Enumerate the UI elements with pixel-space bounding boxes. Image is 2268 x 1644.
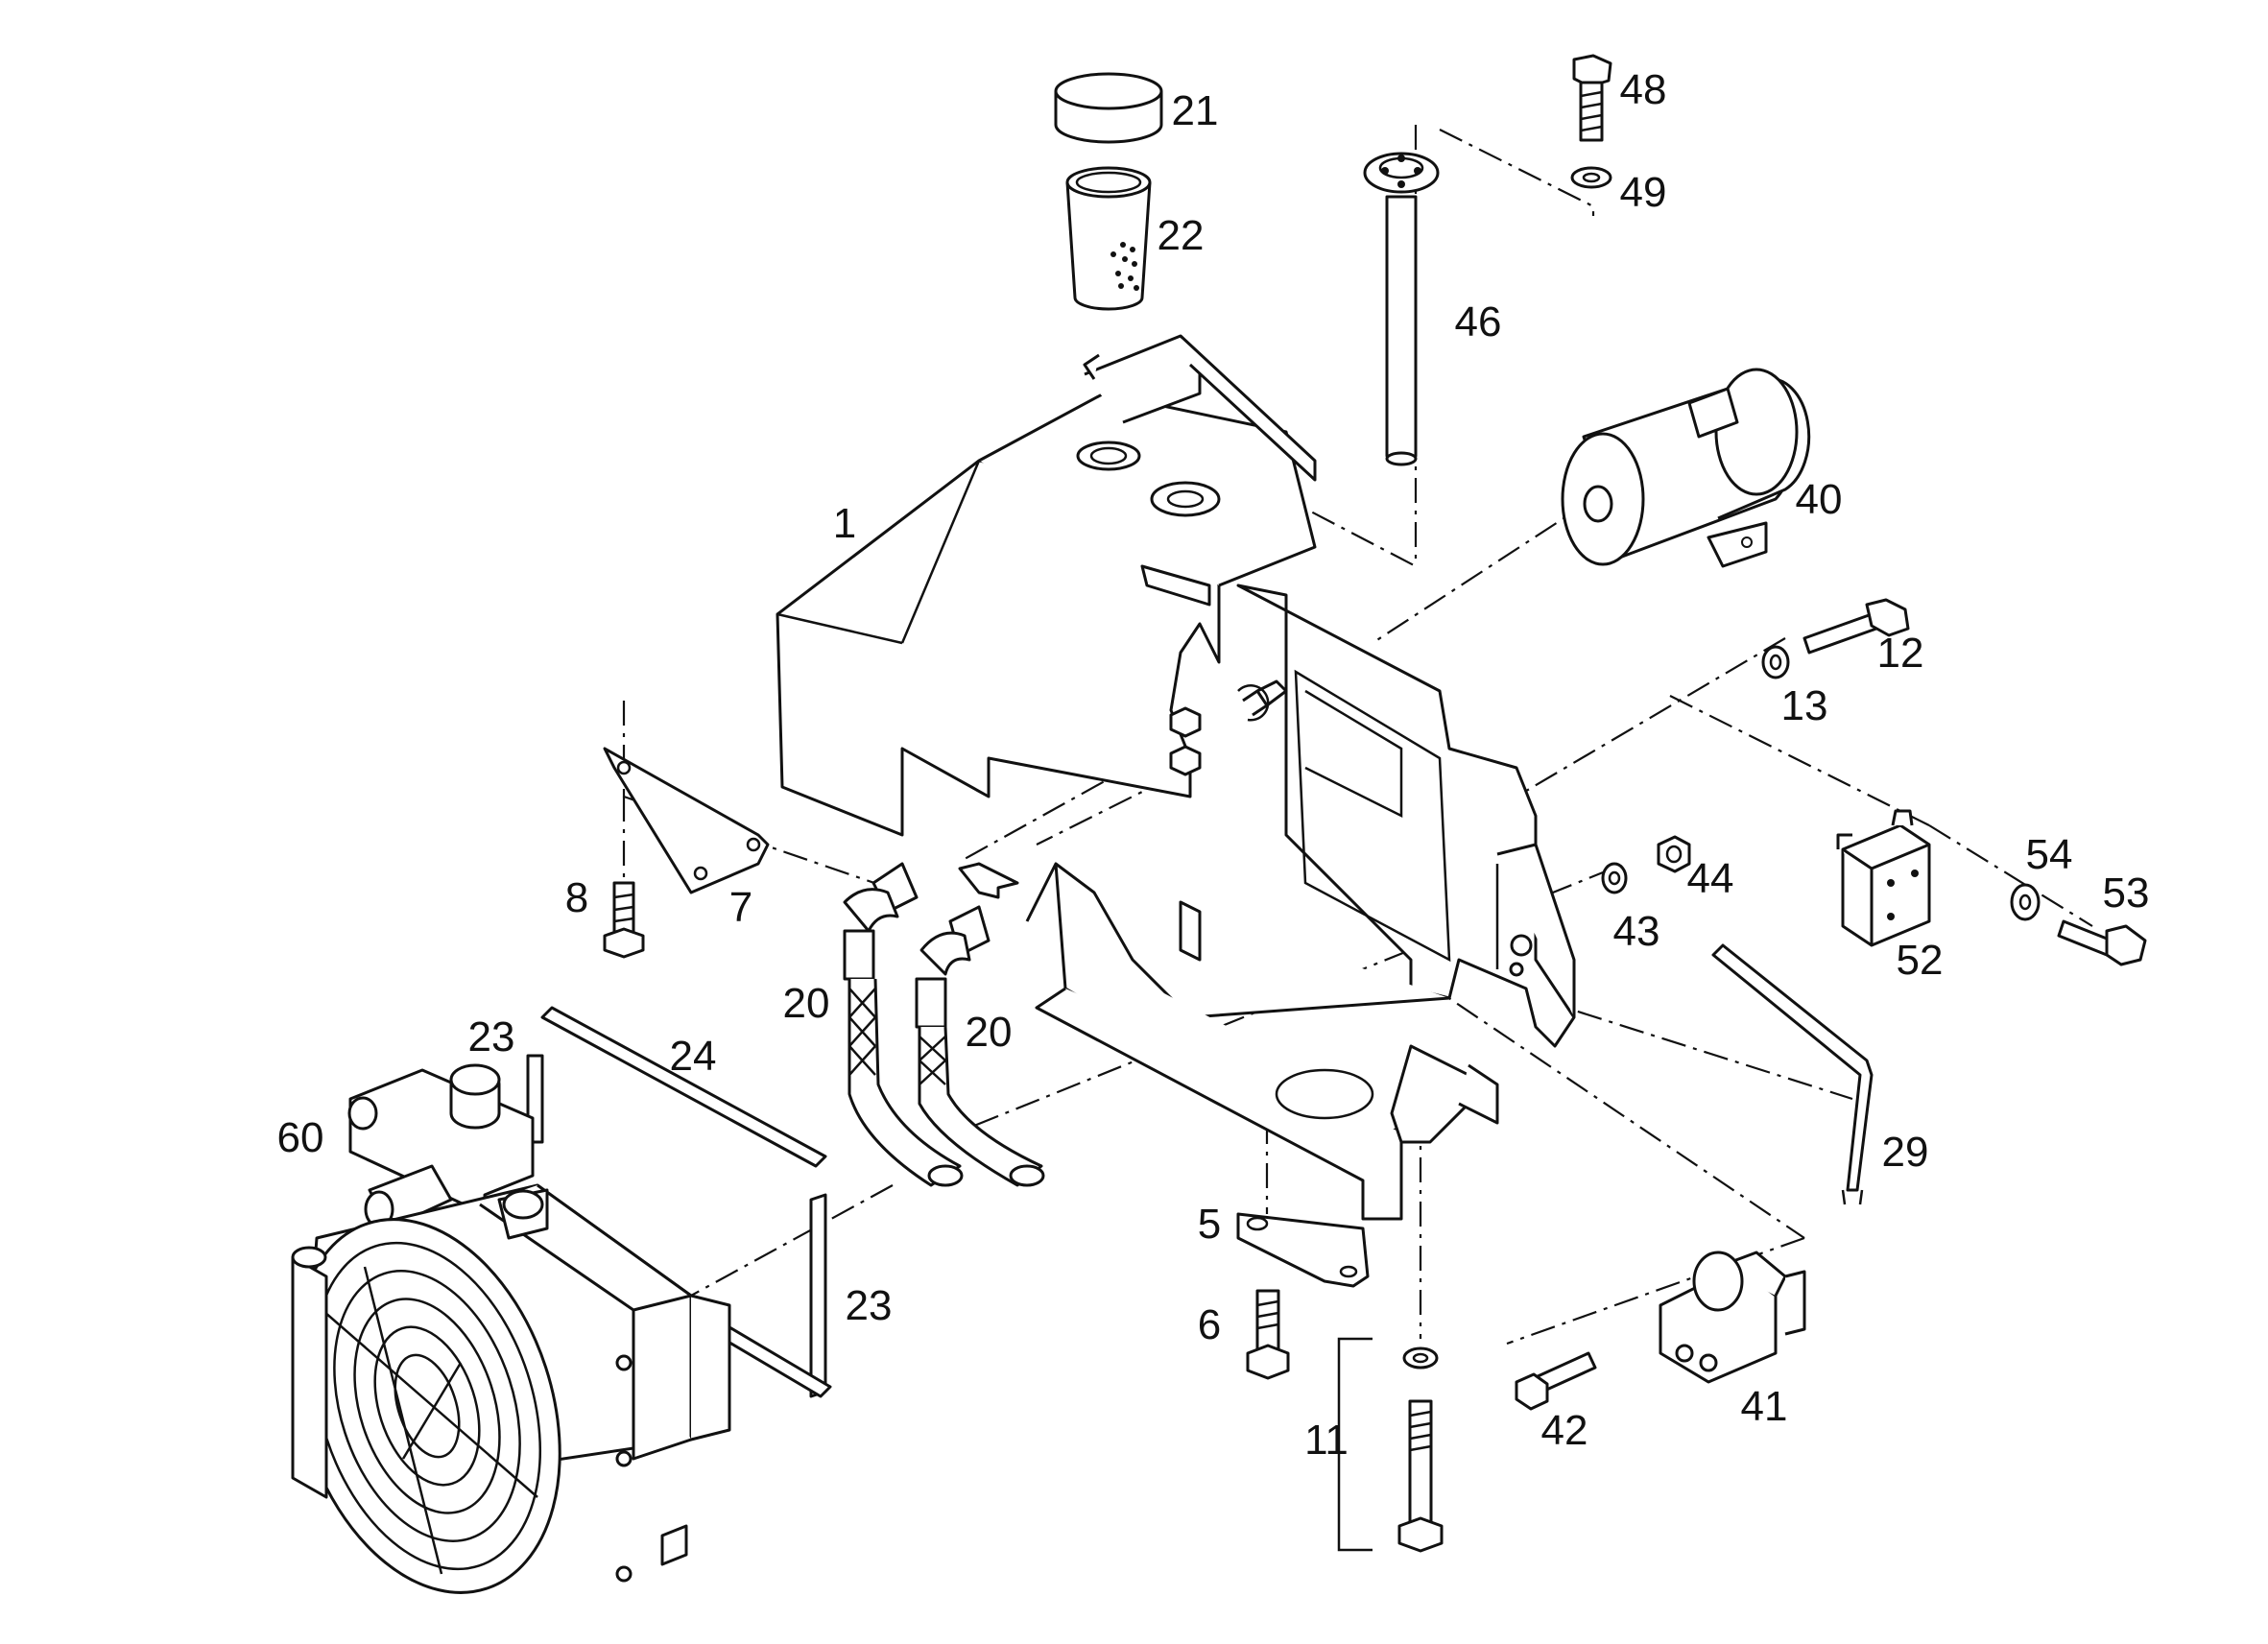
callout-40: 40 — [1796, 476, 1843, 523]
callout-49: 49 — [1620, 169, 1667, 216]
callout-12: 12 — [1877, 630, 1924, 677]
plate-5 — [1236, 1212, 1370, 1288]
callout-46: 46 — [1455, 298, 1502, 345]
solenoid-41 — [1659, 1251, 1806, 1384]
hose-20a — [843, 862, 964, 1187]
bolt-12 — [1802, 598, 1910, 655]
rod-29 — [1711, 943, 1874, 1205]
callout-1: 1 — [833, 500, 856, 547]
callout-20b: 20 — [966, 1009, 1013, 1056]
callout-13: 13 — [1781, 682, 1828, 729]
bolt-set-11 — [1337, 1337, 1444, 1553]
washer-43 — [1601, 862, 1628, 894]
filter-assembly — [1561, 368, 1811, 568]
nut-44 — [1657, 835, 1691, 873]
seal-24 — [540, 1006, 827, 1168]
callout-52: 52 — [1897, 937, 1944, 984]
callout-5: 5 — [1198, 1201, 1221, 1248]
callout-23-top: 23 — [468, 1013, 515, 1060]
frame-nuts — [958, 684, 1270, 899]
callout-53: 53 — [2103, 870, 2150, 917]
callout-41: 41 — [1741, 1383, 1788, 1430]
bolt-42 — [1515, 1351, 1597, 1411]
callout-7: 7 — [729, 884, 752, 931]
bolt-6 — [1246, 1289, 1290, 1380]
washer-13 — [1761, 645, 1790, 679]
hydraulic-tank — [776, 334, 1317, 837]
callout-8: 8 — [565, 874, 588, 921]
washer-49 — [1570, 166, 1612, 189]
seal-23-right — [809, 1193, 827, 1398]
callout-29: 29 — [1882, 1129, 1929, 1176]
callout-23-right: 23 — [846, 1282, 893, 1329]
callout-24: 24 — [670, 1033, 717, 1080]
bracket-7 — [603, 747, 770, 894]
callout-54: 54 — [2026, 831, 2073, 878]
callout-20a: 20 — [783, 980, 830, 1027]
relay-52 — [1836, 809, 1931, 947]
oil-cooler — [291, 1063, 731, 1594]
washer-54 — [2010, 883, 2041, 921]
bolt-8 — [603, 881, 645, 959]
hose-20b — [915, 905, 1045, 1187]
callout-6: 6 — [1198, 1301, 1221, 1348]
callout-43: 43 — [1613, 908, 1660, 955]
callout-48: 48 — [1620, 66, 1667, 113]
callout-labels: 1 5 6 7 8 11 12 13 20 20 21 22 23 23 24 … — [277, 66, 2150, 1464]
bolt-48 — [1572, 54, 1612, 142]
filler-strainer — [1065, 166, 1152, 311]
frame-plate — [1025, 584, 1576, 1221]
filler-cap — [1054, 72, 1163, 144]
level-sender — [1363, 152, 1440, 466]
callout-60: 60 — [277, 1114, 324, 1161]
callout-42: 42 — [1541, 1407, 1588, 1454]
bolt-53 — [2057, 919, 2147, 966]
callout-44: 44 — [1687, 855, 1734, 902]
callout-22: 22 — [1158, 212, 1205, 259]
callout-21: 21 — [1172, 87, 1219, 134]
callout-11: 11 — [1304, 1417, 1349, 1464]
